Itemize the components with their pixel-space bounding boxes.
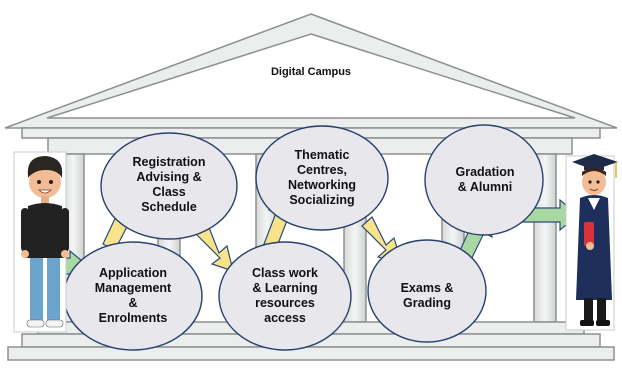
step-text-line: Registration (132, 155, 206, 169)
step-text-line: Schedule (141, 200, 197, 214)
step-text-line: Class work (251, 266, 319, 280)
diagram-title: Digital Campus (270, 66, 352, 78)
roof-inner (46, 33, 576, 119)
step-classwork-label: Class work & Learning resources access (252, 266, 318, 326)
step-text-line: Application (98, 266, 168, 280)
step-text-line: Advising & (136, 170, 202, 184)
step-text-line: Enrolments (98, 311, 168, 325)
step-text-line: Networking (287, 178, 357, 192)
step-registration-label: Registration Advising & Class Schedule (133, 155, 206, 215)
step-text-line: & Learning (252, 281, 318, 295)
process-bubbles (63, 124, 544, 351)
step-application-label: Application Management & Enrolments (95, 266, 171, 326)
step-text-line: Thematic (294, 148, 350, 162)
step-text-line: Centres, (296, 163, 348, 177)
bubble-classwork (218, 241, 352, 351)
student-figure-icon (13, 151, 69, 333)
step-text-line: Socializing (289, 193, 355, 207)
bubble-registration (100, 132, 238, 240)
step-text-line: Management (94, 281, 172, 295)
step-text-line: resources (255, 296, 315, 310)
graduate-figure-icon (565, 154, 618, 331)
base-step-3 (7, 346, 615, 361)
step-text-line: & Alumni (457, 180, 513, 194)
step-text-line: Gradation (455, 165, 515, 179)
step-text-line: & (128, 296, 138, 310)
bubble-graduation (424, 124, 544, 236)
step-text-line: Grading (403, 296, 451, 310)
step-text-line: Exams & (400, 281, 454, 295)
bubble-thematic (255, 125, 389, 231)
step-graduation-label: Gradation & Alumni (455, 165, 514, 195)
step-text-line: access (264, 311, 306, 325)
step-thematic-label: Thematic Centres, Networking Socializing (288, 148, 356, 208)
step-exams-label: Exams & Grading (401, 281, 454, 311)
bubble-exams (367, 239, 487, 343)
step-text-line: Class (152, 185, 186, 199)
arrow-registration-to-classwork (195, 224, 234, 272)
